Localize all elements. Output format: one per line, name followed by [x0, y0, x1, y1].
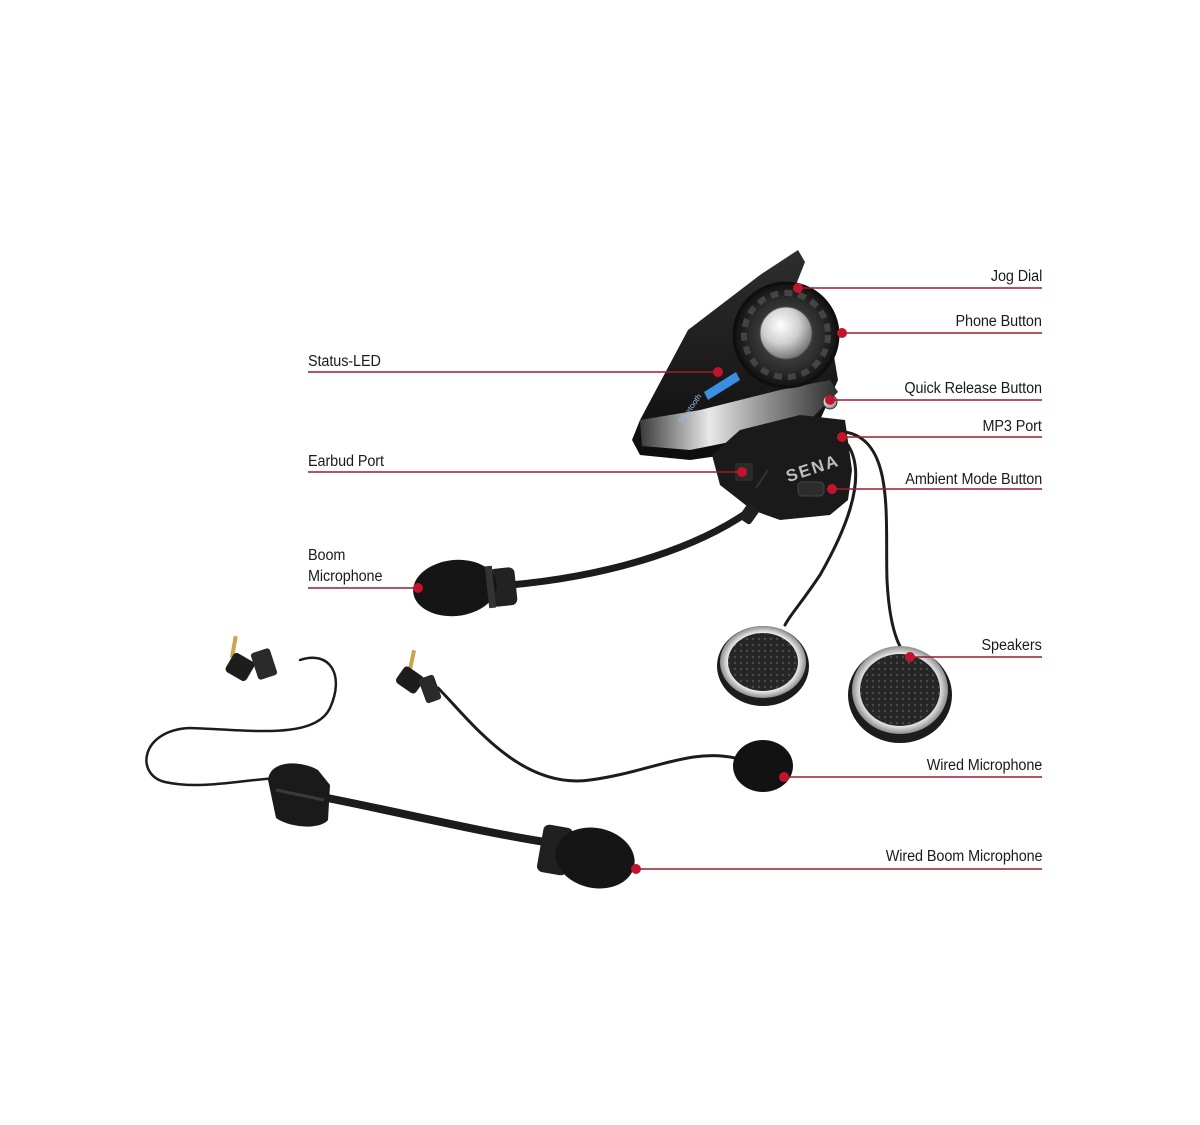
wired-boom-dot — [631, 864, 641, 874]
label-ambient-mode-button: Ambient Mode Button — [905, 471, 1042, 488]
callout-dots — [413, 283, 915, 874]
phone-button-dot — [837, 328, 847, 338]
ambient-mode-slot — [797, 481, 825, 497]
ambient-mode-dot — [827, 484, 837, 494]
wired-boom-arm — [318, 793, 549, 846]
label-status-led: Status-LED — [308, 353, 381, 370]
speaker-right-cable — [843, 430, 904, 652]
wired-mic-dot — [779, 772, 789, 782]
mp3-port-dot — [837, 432, 847, 442]
callout-lines — [308, 287, 1042, 870]
unit-metal-band — [640, 380, 838, 450]
label-boom-microphone-line1: Boom — [308, 547, 346, 564]
boom-mic-dot — [413, 583, 423, 593]
speaker-right — [848, 646, 952, 743]
earbud-port-dot — [737, 467, 747, 477]
status-led-dot — [713, 367, 723, 377]
wired-mic-cable — [436, 686, 737, 783]
wired-boom-microphone — [225, 635, 635, 889]
label-quick-release-button: Quick Release Button — [904, 380, 1042, 397]
headset-main-unit: SENA Bluetooth — [632, 250, 852, 525]
phone-button-cap — [759, 306, 813, 360]
status-led-strip — [704, 372, 740, 400]
wired-microphone — [396, 649, 793, 792]
label-mp3-port: MP3 Port — [982, 418, 1042, 435]
boom-mic-arm — [506, 508, 752, 589]
quick-release-dot — [825, 395, 835, 405]
label-jog-dial: Jog Dial — [990, 268, 1042, 285]
label-speakers: Speakers — [981, 637, 1042, 654]
speaker-left — [717, 626, 809, 706]
boom-microphone — [413, 559, 518, 617]
label-earbud-port: Earbud Port — [308, 453, 384, 470]
jog-dial-dot — [793, 283, 803, 293]
label-boom-microphone-line2: Microphone — [308, 568, 383, 585]
wired-boom-cable — [145, 656, 338, 787]
cables — [145, 430, 904, 846]
label-wired-boom-microphone: Wired Boom Microphone — [885, 848, 1042, 865]
speaker-left-cable — [783, 443, 858, 627]
label-phone-button: Phone Button — [955, 313, 1042, 330]
label-wired-microphone: Wired Microphone — [926, 757, 1043, 774]
speakers-dot — [905, 652, 915, 662]
